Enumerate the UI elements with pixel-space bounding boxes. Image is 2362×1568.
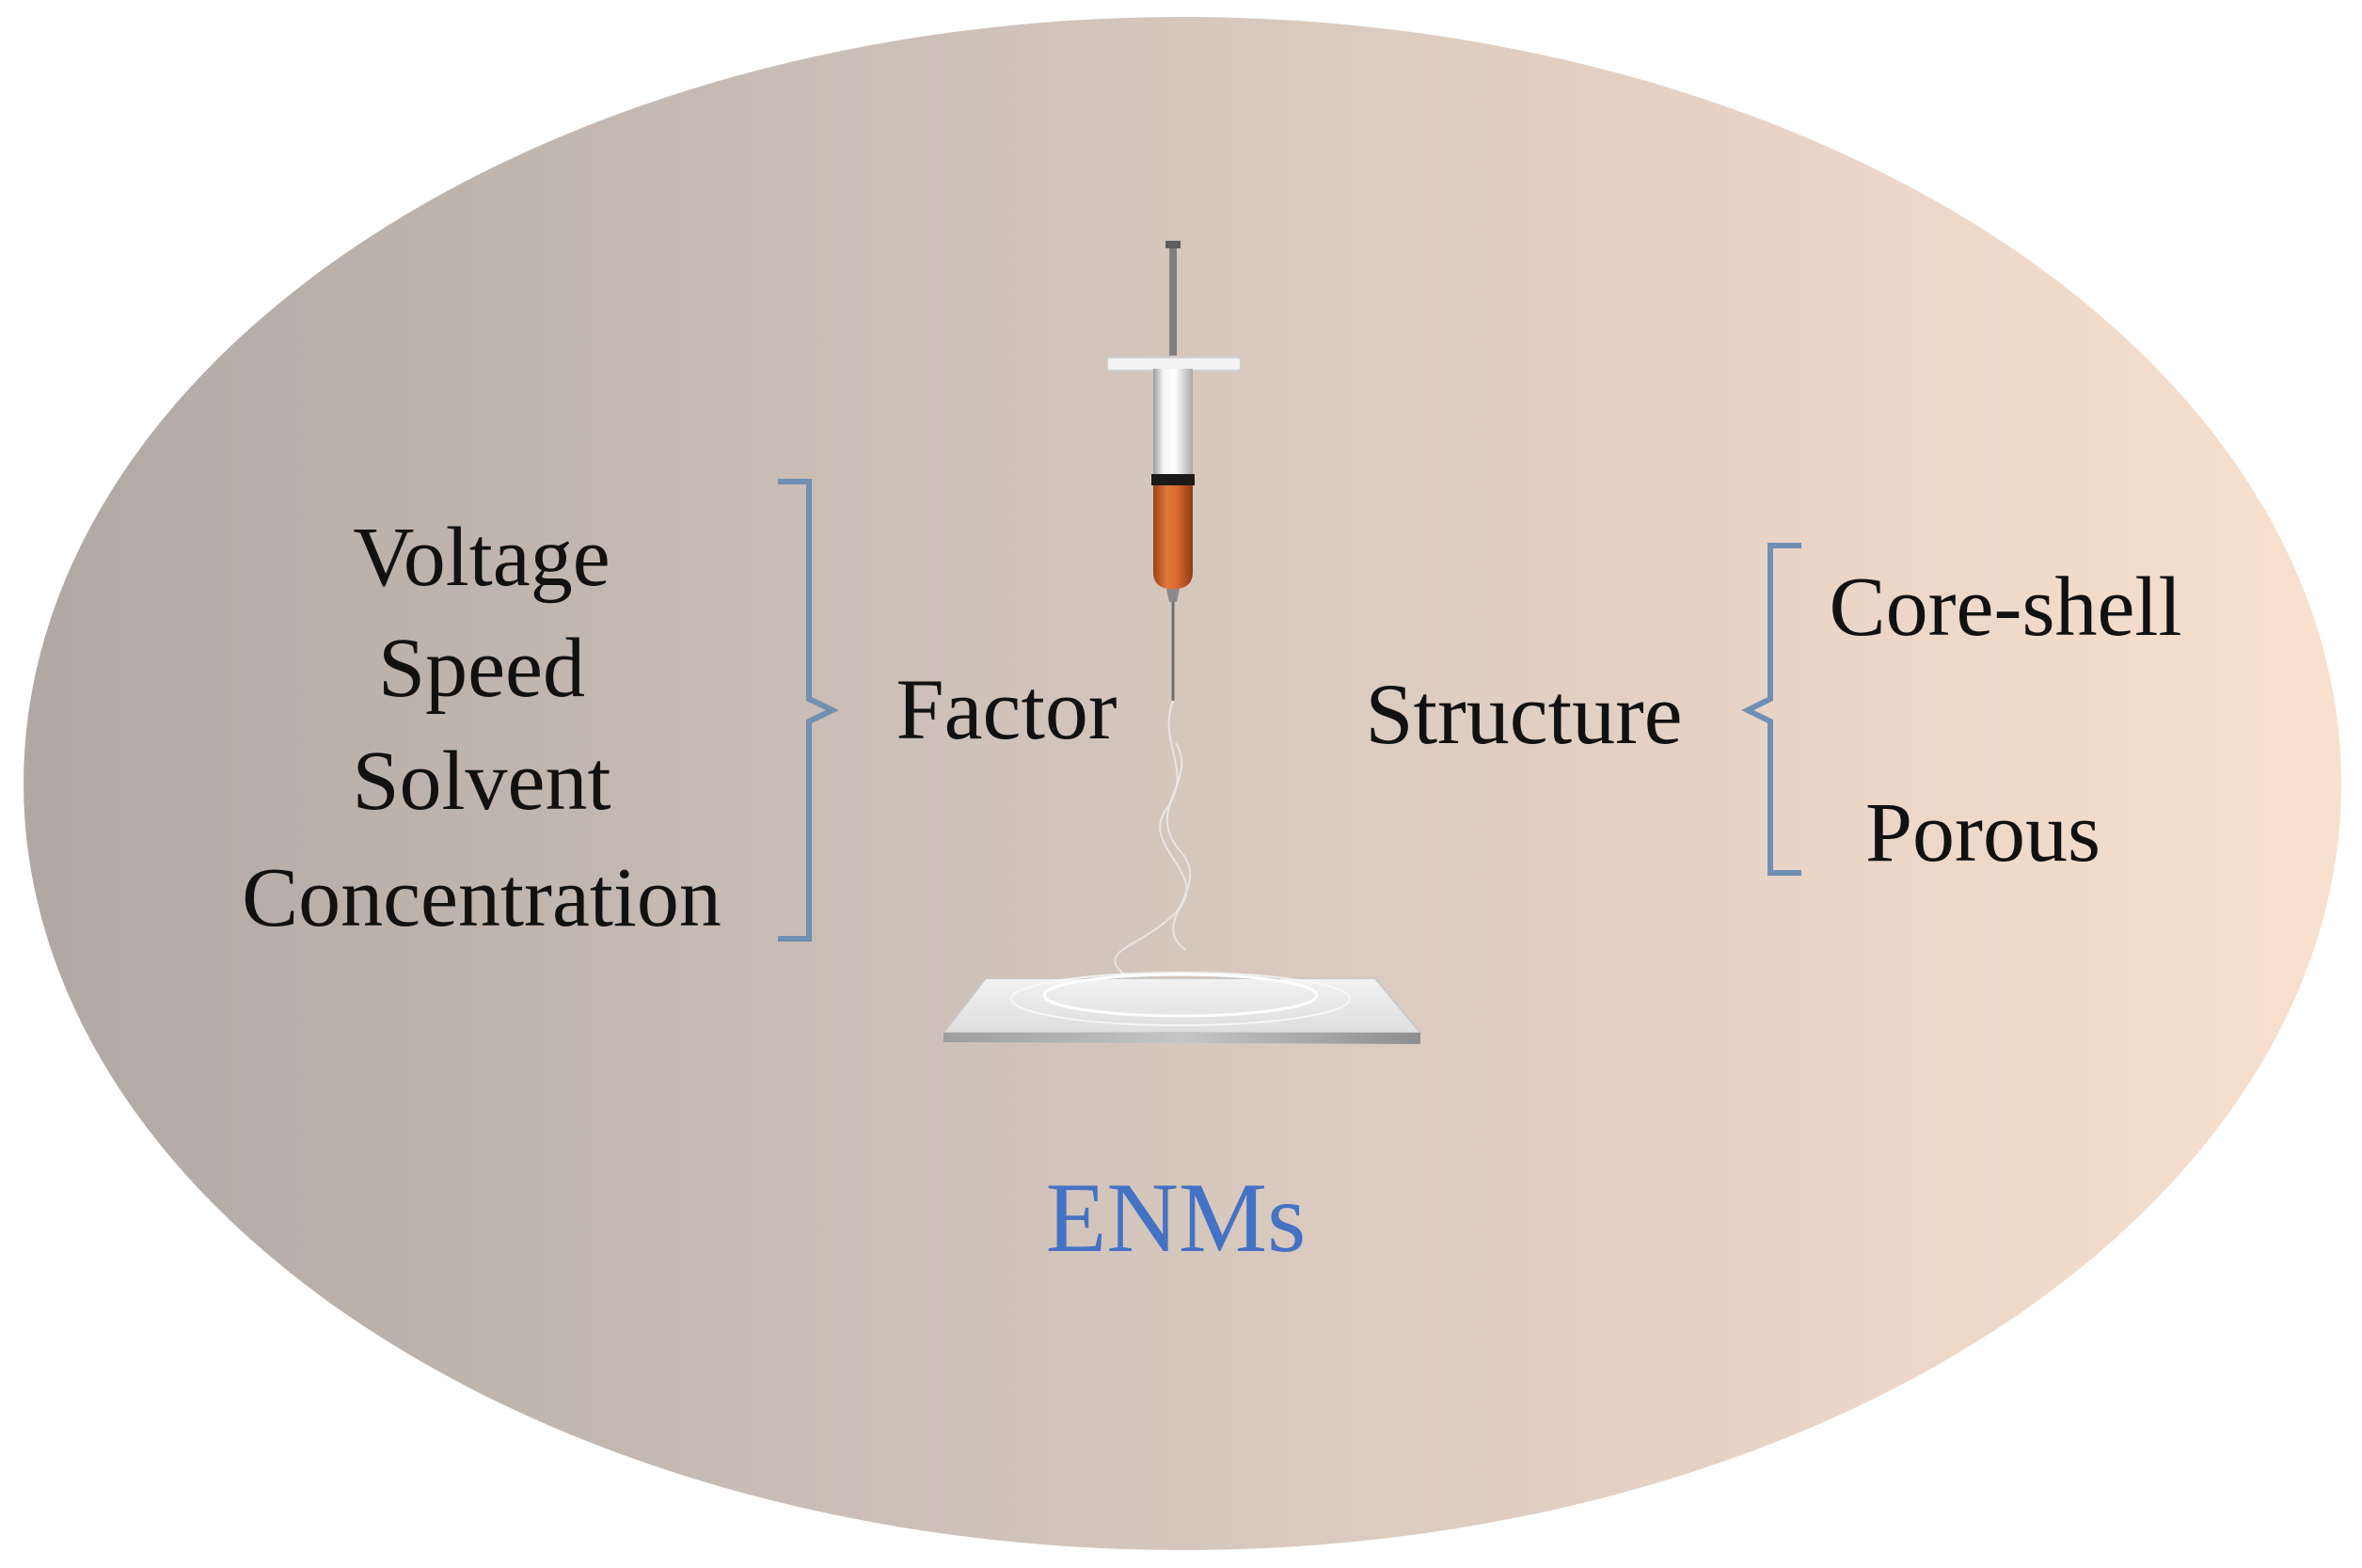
structure-bracket bbox=[1741, 543, 1801, 876]
electrospinning-syringe-icon bbox=[1106, 241, 1242, 701]
structure-item-core-shell: Core-shell bbox=[1830, 561, 2182, 654]
factor-item-voltage: Voltage bbox=[353, 511, 610, 604]
background-ellipse bbox=[24, 17, 2341, 1550]
structure-item-porous: Porous bbox=[1865, 786, 2100, 879]
collector-plate-icon bbox=[941, 972, 1423, 1044]
factor-item-speed: Speed bbox=[378, 622, 585, 715]
factor-list: Voltage Speed Solvent Concentration bbox=[242, 511, 721, 944]
factor-bracket bbox=[778, 479, 839, 942]
structure-label: Structure bbox=[1365, 666, 1682, 762]
factor-item-concentration: Concentration bbox=[242, 851, 721, 944]
diagram-caption: ENMs bbox=[1046, 1163, 1307, 1273]
fiber-jet bbox=[1114, 700, 1192, 979]
factor-item-solvent: Solvent bbox=[352, 735, 610, 828]
structure-list: Core-shell Porous bbox=[1830, 561, 2182, 879]
factor-label: Factor bbox=[896, 661, 1117, 757]
